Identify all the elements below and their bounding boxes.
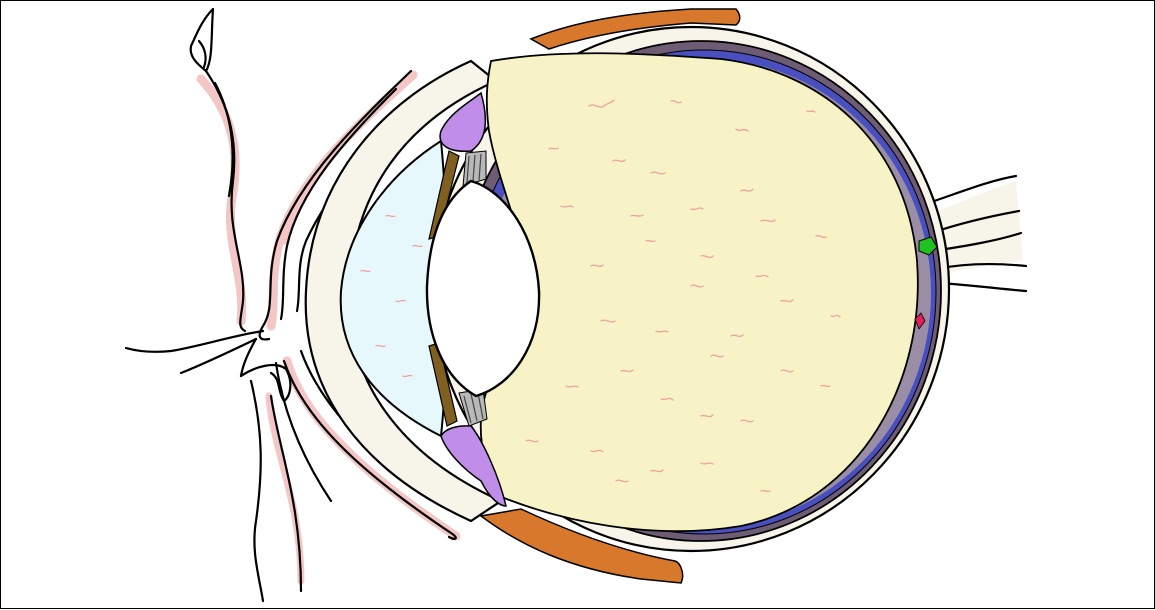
lower-face-outline [251, 381, 263, 601]
vitreous-body [481, 53, 918, 531]
brow-outline [191, 9, 213, 71]
upper-eyelashes [126, 331, 263, 352]
